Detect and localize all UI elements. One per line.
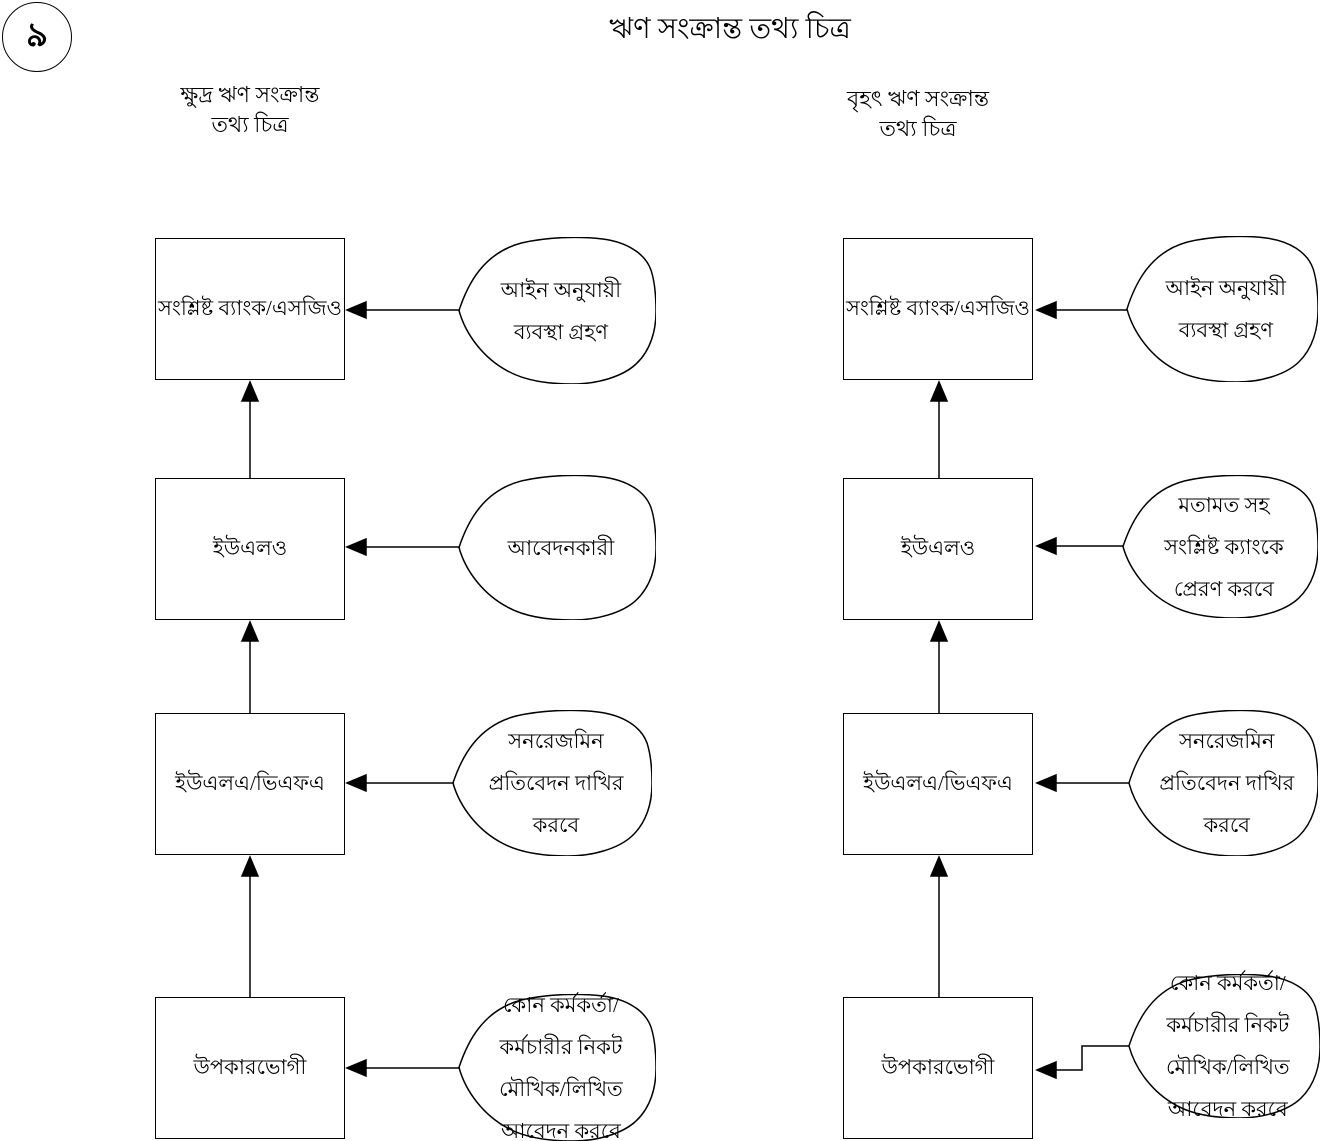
left-arrowhead xyxy=(345,773,367,793)
oval-label: আবেদনকারী xyxy=(507,535,615,560)
oval-field-report-left: সনরেজমিন প্রতিবেদন দাখির করবে xyxy=(452,710,652,856)
page-number-badge: ৯ xyxy=(2,2,72,72)
oval-legal-action-left: আইন অনুযায়ী ব্যবস্থা গ্রহণ xyxy=(458,237,656,384)
stepped-connector-line xyxy=(1056,1045,1129,1071)
box-ula-vfa-right: ইউএলএ/ভিএফএ xyxy=(843,713,1033,855)
up-arrowhead xyxy=(929,620,949,642)
oval-outline xyxy=(1128,710,1318,856)
oval-legal-action-right: আইন অনুযায়ী ব্যবস্থা গ্রহণ xyxy=(1126,236,1318,382)
up-arrowhead xyxy=(240,855,260,877)
box-label: ইউএলও xyxy=(212,535,288,560)
left-arrowhead xyxy=(345,1058,367,1078)
box-bank-sgo-right: সংশ্লিষ্ট ব্যাংক/এসজিও xyxy=(843,238,1033,380)
oval-label: সনরেজমিন প্রতিবেদন দাখির করবে xyxy=(1159,729,1295,837)
box-label: ইউএলএ/ভিএফএ xyxy=(863,770,1013,795)
oval-applicant-left: আবেদনকারী xyxy=(458,475,656,620)
left-arrowhead xyxy=(345,537,367,557)
box-beneficiary-left: উপকারভোগী xyxy=(155,997,345,1139)
box-label: ইউএলএ/ভিএফএ xyxy=(175,770,325,795)
oval-label: কোন কর্মকর্তা/ কর্মচারীর নিকট মৌখিক/লিখি… xyxy=(499,992,623,1141)
left-arrowhead xyxy=(1035,536,1057,556)
up-arrowhead xyxy=(929,855,949,877)
box-ulo-left: ইউএলও xyxy=(155,478,345,620)
box-ulo-right: ইউএলও xyxy=(843,478,1033,620)
box-label: সংশ্লিষ্ট ব্যাংক/এসজিও xyxy=(157,295,342,320)
oval-label: আইন অনুযায়ী ব্যবস্থা গ্রহণ xyxy=(500,277,622,344)
box-bank-sgo-left: সংশ্লিষ্ট ব্যাংক/এসজিও xyxy=(155,238,345,380)
up-arrowhead xyxy=(240,380,260,402)
oval-label: মতামত সহ সংশ্লিষ্ট ক্যাংকে প্রেরণ করবে xyxy=(1164,492,1284,601)
oval-send-to-bank-right: মতামত সহ সংশ্লিষ্ট ক্যাংকে প্রেরণ করবে xyxy=(1122,475,1318,618)
up-arrowhead xyxy=(240,620,260,642)
left-arrowhead xyxy=(1035,773,1057,793)
oval-label: আইন অনুযায়ী ব্যবস্থা গ্রহণ xyxy=(1165,276,1287,342)
right-column-heading: বৃহৎ ঋণ সংক্রান্ত তথ্য চিত্র xyxy=(847,86,989,141)
left-arrowhead xyxy=(1035,300,1057,320)
page-number: ৯ xyxy=(25,16,49,54)
left-column-heading: ক্ষুদ্র ঋণ সংক্রান্ত তথ্য চিত্র xyxy=(180,82,320,137)
box-label: উপকারভোগী xyxy=(193,1054,307,1079)
oval-application-left: কোন কর্মকর্তা/ কর্মচারীর নিকট মৌখিক/লিখি… xyxy=(458,992,656,1141)
oval-field-report-right: সনরেজমিন প্রতিবেদন দাখির করবে xyxy=(1128,710,1318,856)
oval-outline xyxy=(1128,974,1320,1118)
diagram-title: ঋণ সংক্রান্ত তথ্য চিত্র xyxy=(609,13,851,45)
box-ula-vfa-left: ইউএলএ/ভিএফএ xyxy=(155,713,345,855)
oval-application-right: কোন কর্মকর্তা/ কর্মচারীর নিকট মৌখিক/লিখি… xyxy=(1128,971,1320,1121)
oval-label: সনরেজমিন প্রতিবেদন দাখির করবে xyxy=(488,729,624,837)
left-arrowhead xyxy=(1035,1060,1057,1080)
up-arrowhead xyxy=(929,380,949,402)
box-beneficiary-right: উপকারভোগী xyxy=(843,997,1033,1139)
left-arrowhead xyxy=(345,300,367,320)
box-label: উপকারভোগী xyxy=(881,1054,995,1079)
box-label: সংশ্লিষ্ট ব্যাংক/এসজিও xyxy=(845,295,1030,320)
oval-label: কোন কর্মকর্তা/ কর্মচারীর নিকট মৌখিক/লিখি… xyxy=(1165,971,1290,1121)
box-label: ইউএলও xyxy=(900,535,976,560)
